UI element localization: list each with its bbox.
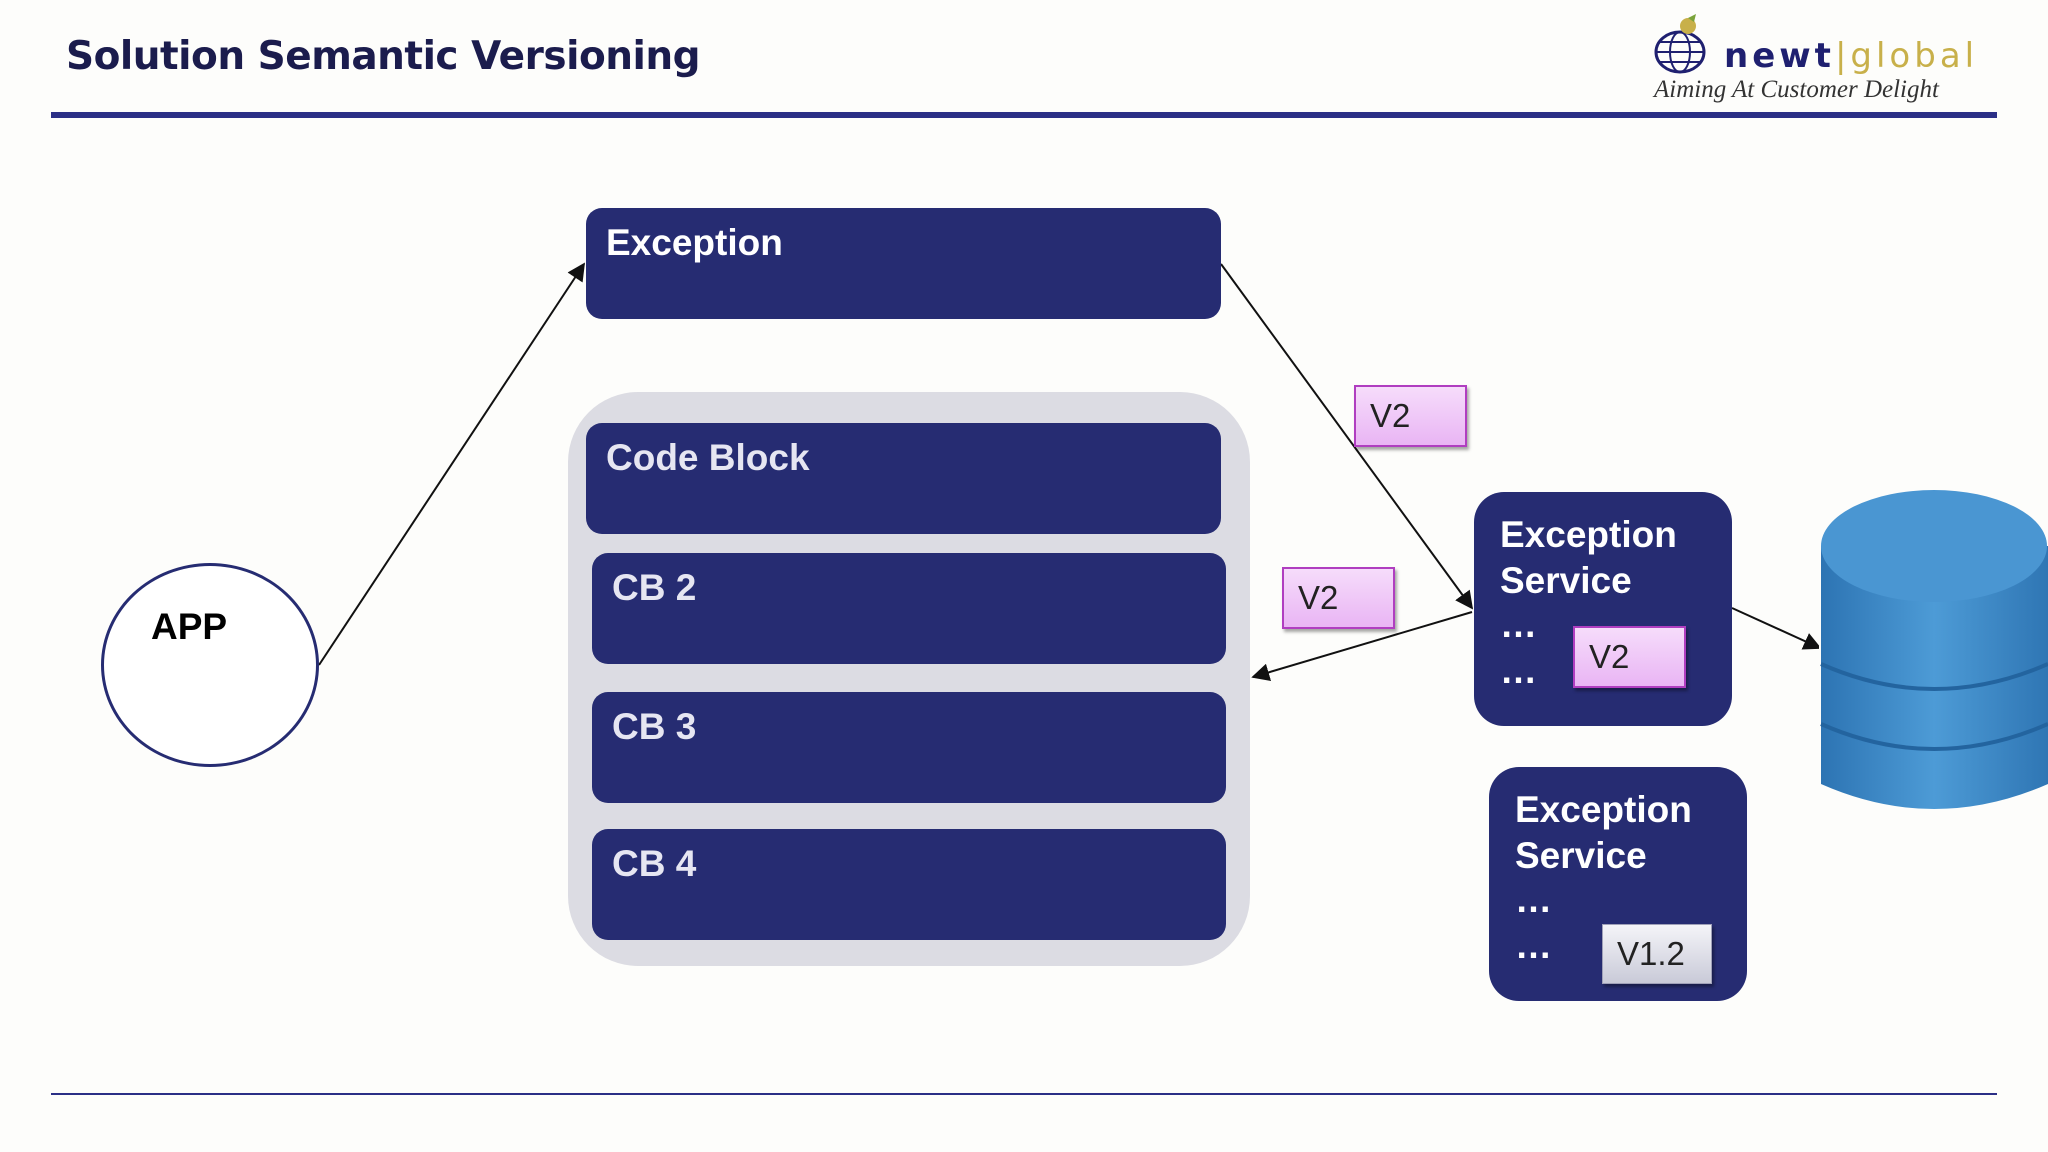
exception-service-v2: Exception Service … … — [1474, 492, 1732, 726]
service-a-line2: Service — [1500, 560, 1632, 601]
cb3-box: CB 3 — [592, 692, 1226, 803]
service-b-version-tag: V1.2 — [1602, 924, 1712, 984]
arrow-app-to-exception — [318, 262, 585, 666]
footer-divider — [51, 1093, 1997, 1095]
app-node: APP — [101, 563, 319, 767]
page-title: Solution Semantic Versioning — [66, 34, 701, 79]
logo-word-sep: | — [1834, 36, 1851, 76]
arrow-exception-to-service — [1220, 263, 1474, 610]
version-tag-service-to-codeblock: V2 — [1282, 567, 1395, 629]
service-a-version-tag: V2 — [1573, 626, 1686, 688]
cb2-label: CB 2 — [612, 567, 697, 608]
exception-box: Exception — [586, 208, 1221, 319]
cb2-box: CB 2 — [592, 553, 1226, 664]
code-block-box: Code Block — [586, 423, 1221, 534]
header-divider — [51, 112, 1997, 118]
service-a-line4: … — [1500, 650, 1537, 691]
service-a-line3: … — [1500, 604, 1537, 645]
logo-wordmark: newt|global — [1724, 36, 1978, 76]
logo-tagline: Aiming At Customer Delight — [1654, 76, 1939, 103]
arrow-service-to-codeblock — [1251, 611, 1473, 682]
logo-word-b: global — [1850, 36, 1979, 76]
service-b-line3: … — [1515, 879, 1552, 920]
logo-word-a: newt — [1724, 36, 1835, 76]
globe-icon — [1654, 14, 1706, 74]
exception-label: Exception — [606, 222, 783, 263]
cb4-box: CB 4 — [592, 829, 1226, 940]
arrow-service-to-database — [1731, 607, 1822, 650]
company-logo: newt|global Aiming At Customer Delight — [1650, 6, 1990, 106]
code-block-label: Code Block — [606, 437, 810, 478]
cb4-label: CB 4 — [612, 843, 697, 884]
service-b-line4: … — [1515, 925, 1552, 966]
version-tag-exception-to-service: V2 — [1354, 385, 1467, 447]
service-a-line1: Exception — [1500, 514, 1677, 555]
database-icon — [1819, 484, 2048, 854]
cb3-label: CB 3 — [612, 706, 697, 747]
service-b-line2: Service — [1515, 835, 1647, 876]
service-b-line1: Exception — [1515, 789, 1692, 830]
app-label: APP — [151, 606, 228, 647]
